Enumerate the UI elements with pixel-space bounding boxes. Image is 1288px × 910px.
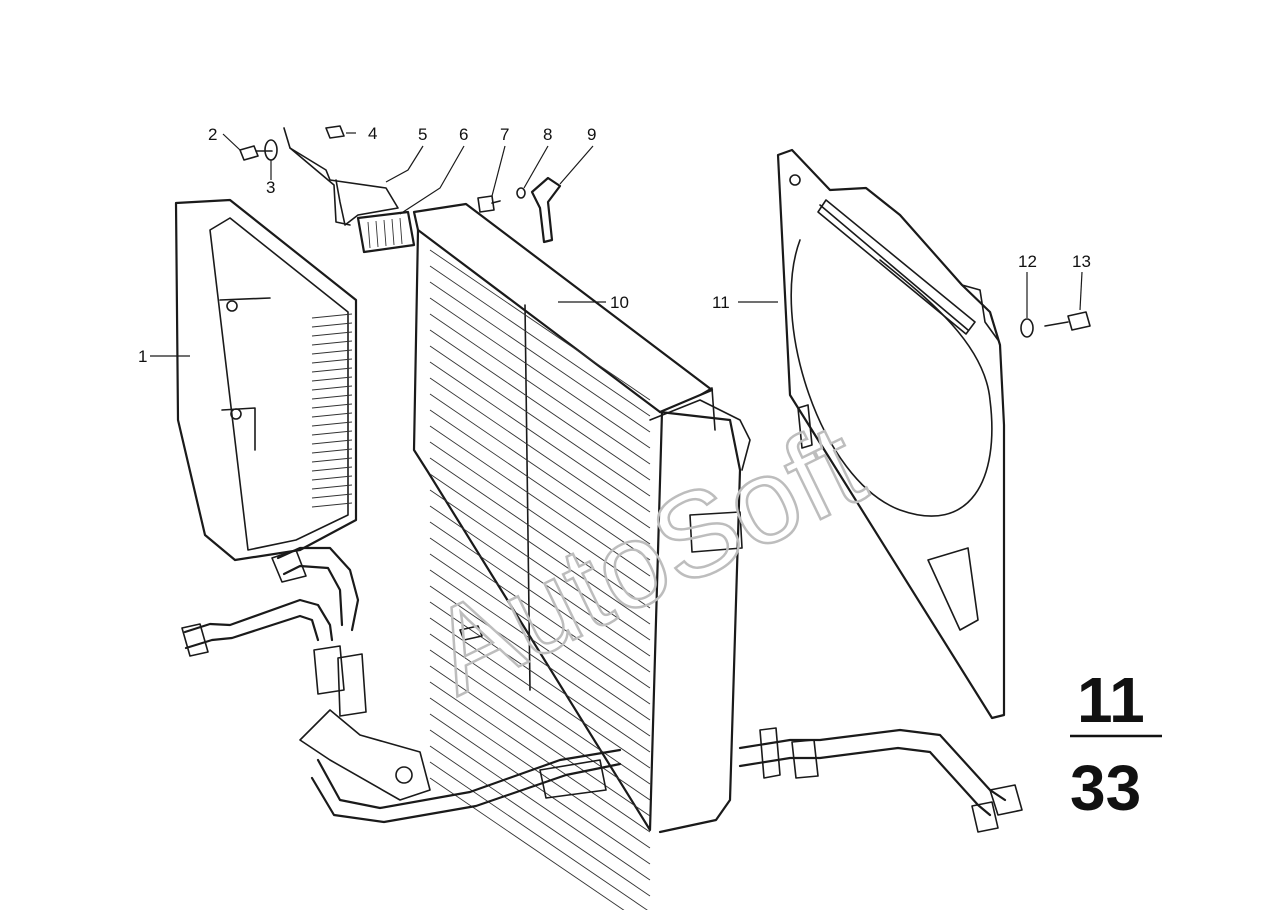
cooler-fin-line (311, 412, 353, 418)
radiator-fin-line (429, 473, 651, 625)
label-part-3: 3 (266, 178, 275, 197)
label-part-9: 9 (587, 125, 596, 144)
label-part-8: 8 (543, 125, 552, 144)
radiator-fin-line (429, 249, 651, 401)
radiator-fin-line (429, 713, 651, 865)
radiator-fin-line (429, 377, 651, 529)
radiator-fin-line (429, 489, 651, 641)
cooler-fin-line (311, 484, 353, 490)
radiator-fin-line (429, 569, 651, 721)
radiator-fin-line (429, 729, 651, 881)
group-number: 11 33 (1070, 664, 1162, 824)
radiator-fin-line (429, 409, 651, 561)
cooler-fin-line (311, 502, 353, 508)
cooler-fin-line (311, 466, 353, 472)
label-part-10: 10 (610, 293, 629, 312)
part-7-pin (477, 195, 501, 213)
cooler-fin-line (311, 493, 353, 499)
part-labels: 2 3 4 5 6 7 8 9 10 11 1 12 13 (138, 124, 1091, 366)
label-part-5: 5 (418, 125, 427, 144)
cooler-fin-line (311, 394, 353, 400)
radiator-fin-line (429, 537, 651, 689)
oil-lines-left (181, 546, 622, 824)
radiator-fin-line (429, 393, 651, 545)
cooler-fin-line (311, 358, 353, 364)
radiator-fin-line (429, 553, 651, 705)
leader-lines (150, 132, 1083, 357)
label-part-12: 12 (1018, 252, 1037, 271)
radiator-fin-line (429, 649, 651, 801)
radiator-fin-line (429, 345, 651, 497)
radiator-fin-line (429, 585, 651, 737)
part-3-washer (264, 139, 278, 161)
cooler-fin-line (311, 439, 353, 445)
part-11-fan-shroud (776, 148, 1006, 720)
group-number-bottom: 33 (1070, 752, 1141, 824)
cooler-fin-line (311, 340, 353, 346)
cooler-fin-line (311, 349, 353, 355)
cooler-fin-line (311, 421, 353, 427)
cooler-fin-line (311, 322, 353, 328)
radiator-fin-line (429, 425, 651, 577)
cooler-fin-line (311, 331, 353, 337)
label-part-2: 2 (208, 125, 217, 144)
radiator-fin-line (429, 329, 651, 481)
cooler-fin-line (311, 313, 353, 319)
part-13-screw (1044, 311, 1091, 331)
part-12-washer (1020, 318, 1034, 338)
part-6-mount (356, 210, 416, 254)
radiator-fin-line (429, 633, 651, 785)
part-8-clip (516, 187, 526, 199)
radiator-fin-line (429, 505, 651, 657)
label-part-13: 13 (1072, 252, 1091, 271)
radiator-fin-line (429, 665, 651, 817)
radiator-fin-line (429, 617, 651, 769)
cooler-fin-line (311, 448, 353, 454)
label-part-1: 1 (138, 347, 147, 366)
cooler-fin-line (311, 430, 353, 436)
label-part-6: 6 (459, 125, 468, 144)
cooler-fin-line (311, 475, 353, 481)
label-part-4: 4 (368, 124, 377, 143)
group-number-top: 11 (1077, 664, 1145, 736)
part-9-bracket (530, 176, 562, 244)
label-part-11: 11 (712, 293, 730, 312)
radiator-fin-line (429, 777, 625, 910)
cooler-fin-line (311, 385, 353, 391)
cooler-fin-line (311, 457, 353, 463)
radiator-fin-line (429, 521, 651, 673)
part-2-bolt (239, 145, 273, 161)
radiator-fin-line (429, 265, 651, 417)
radiator-fin-line (429, 313, 651, 465)
oil-lines-right (738, 727, 1023, 833)
radiator-fin-line (429, 601, 651, 753)
cooler-fin-line (311, 367, 353, 373)
part-1-cooler-box (174, 198, 358, 562)
cooler-fin-line (311, 403, 353, 409)
radiator-fin-line (429, 281, 651, 433)
radiator-fin-line (429, 681, 651, 833)
radiator-fin-line (429, 457, 651, 609)
part-5-bracket (283, 127, 399, 226)
radiator-fin-line (429, 297, 651, 449)
cooler-fin-line (311, 376, 353, 382)
part-4-nut (325, 125, 345, 139)
radiator-fin-line (429, 361, 651, 513)
radiator-fin-line (429, 441, 651, 593)
label-part-7: 7 (500, 125, 509, 144)
part-10-radiator (412, 202, 751, 910)
radiator-fin-line (429, 745, 651, 897)
radiator-fin-line (429, 761, 648, 910)
